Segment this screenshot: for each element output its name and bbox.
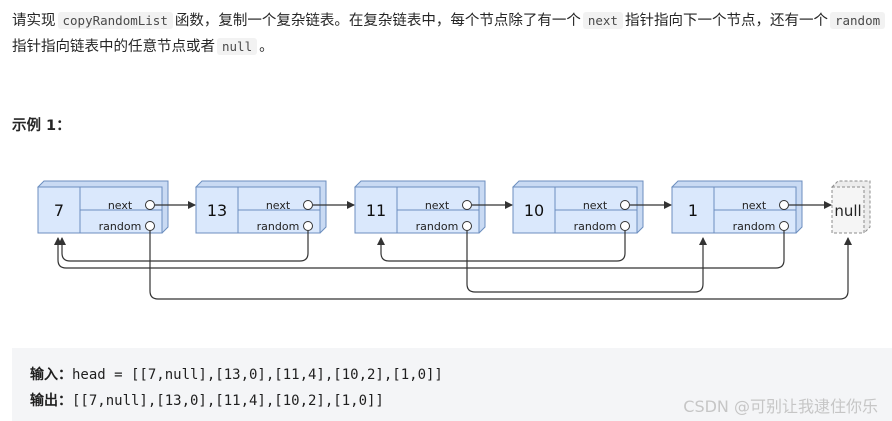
- node-random-label: random: [99, 220, 142, 233]
- random-pointer-dot: [779, 221, 789, 231]
- desc-text-4: 指针指向链表中的任意节点或者: [12, 39, 215, 55]
- list-node: 10 next random: [512, 180, 644, 234]
- node-random-label: random: [574, 220, 617, 233]
- null-label: null: [834, 202, 861, 220]
- random-arrow-1-to-7: [54, 231, 785, 269]
- node-next-label: next: [742, 199, 767, 212]
- inline-code-random: random: [829, 12, 886, 29]
- input-value: head = [[7,null],[13,0],[11,4],[10,2],[1…: [72, 367, 443, 383]
- node-value: 1: [688, 201, 698, 220]
- list-node: 11 next random: [354, 180, 486, 234]
- next-pointer-dot: [462, 200, 472, 210]
- node-value: 11: [366, 201, 386, 220]
- list-node: 1 next random: [671, 180, 803, 234]
- random-pointer-dot: [462, 221, 472, 231]
- node-next-label: next: [108, 199, 133, 212]
- next-pointer-dot: [303, 200, 313, 210]
- random-pointer-dot: [145, 221, 155, 231]
- output-value: [[7,null],[13,0],[11,4],[10,2],[1,0]]: [72, 393, 384, 409]
- next-pointer-dot: [145, 200, 155, 210]
- csdn-watermark: CSDN @可别让我逮住你乐: [683, 397, 878, 416]
- node-random-label: random: [416, 220, 459, 233]
- random-pointer-dot: [620, 221, 630, 231]
- nodes-layer: 7 next random 13 next random 11 next random 10 nex…: [37, 180, 871, 234]
- random-arrow-10-to-11: [377, 231, 626, 262]
- desc-text-5: 。: [259, 39, 274, 55]
- node-value: 10: [524, 201, 544, 220]
- node-random-label: random: [733, 220, 776, 233]
- linked-list-diagram: 7 next random 13 next random 11 next random 10 nex…: [37, 180, 871, 300]
- output-label: 输出：: [30, 393, 72, 409]
- input-line: 输入：head = [[7,null],[13,0],[11,4],[10,2]…: [30, 364, 443, 384]
- example-io-block: 输入：head = [[7,null],[13,0],[11,4],[10,2]…: [12, 348, 892, 421]
- next-pointer-dot: [779, 200, 789, 210]
- list-node: 13 next random: [195, 180, 327, 234]
- inline-code-function: copyRandomList: [57, 12, 173, 29]
- node-random-label: random: [257, 220, 300, 233]
- random-arrow-11-to-1: [466, 231, 707, 293]
- random-pointer-dot: [303, 221, 313, 231]
- desc-text-3: 指针指向下一个节点，还有一个: [624, 13, 828, 29]
- example-title: 示例 1：: [12, 118, 71, 134]
- null-box: [831, 186, 865, 234]
- inline-code-null: null: [217, 38, 258, 55]
- desc-text-1: 请实现: [12, 13, 56, 29]
- null-node: null: [831, 180, 871, 234]
- random-arrow-13-to-7: [58, 231, 309, 262]
- arrows-layer: [54, 201, 852, 300]
- input-label: 输入：: [30, 367, 72, 383]
- random-arrow-7-to-null: [149, 231, 852, 300]
- node-value: 13: [207, 201, 227, 220]
- node-next-label: next: [425, 199, 450, 212]
- list-node: 7 next random: [37, 180, 169, 234]
- next-pointer-dot: [620, 200, 630, 210]
- desc-text-2: 函数，复制一个复杂链表。在复杂链表中，每个节点除了有一个: [174, 13, 581, 29]
- node-next-label: next: [583, 199, 608, 212]
- node-value: 7: [54, 201, 64, 220]
- output-line: 输出：[[7,null],[13,0],[11,4],[10,2],[1,0]]: [30, 390, 384, 410]
- node-next-label: next: [266, 199, 291, 212]
- inline-code-next: next: [582, 12, 623, 29]
